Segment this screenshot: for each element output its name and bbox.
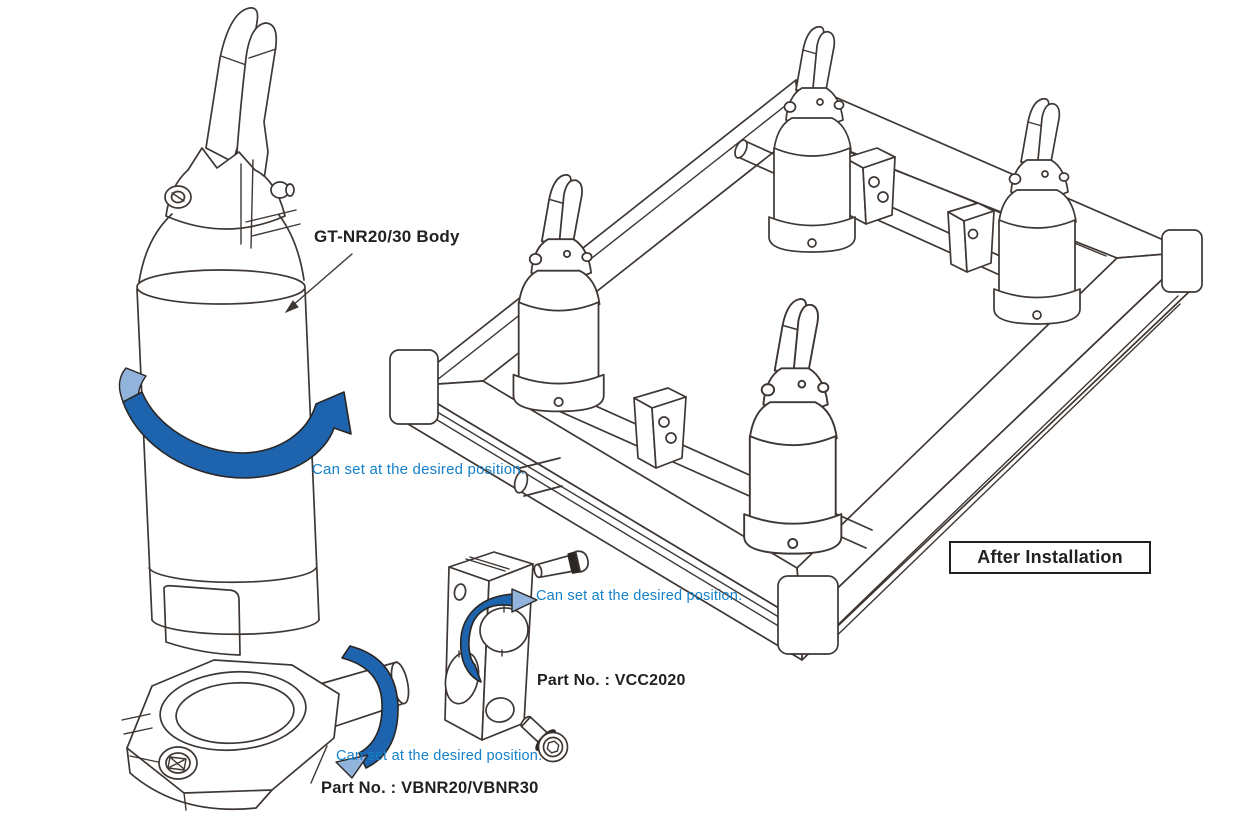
nipper-blade <box>205 7 259 163</box>
note-block: Can set at the desired position. <box>536 588 743 604</box>
corner-post-left <box>389 349 439 425</box>
frame-rails <box>389 79 1203 661</box>
leader-arrow-body-label <box>284 253 353 314</box>
leader-line-clamp-label <box>310 745 328 784</box>
socket-screw-lower <box>520 715 569 763</box>
corner-post-right <box>1161 229 1203 293</box>
body-label: GT-NR20/30 Body <box>314 227 460 246</box>
vbnr-clamp-ring-illustration <box>121 659 410 811</box>
rotation-arrow-band <box>122 391 352 479</box>
rotation-arrow-tip <box>511 588 538 613</box>
installed-gripper-front <box>743 298 843 555</box>
installed-gripper-left <box>512 173 605 413</box>
rotation-arrow-band <box>341 645 399 769</box>
rotation-arrow-band <box>459 593 515 683</box>
tube-stub <box>519 457 563 497</box>
hex-socket <box>546 740 560 754</box>
block-bottom-hole <box>485 697 515 723</box>
body-cylinder-top <box>136 269 306 305</box>
body-cylinder-side <box>136 288 153 621</box>
corner-post-front <box>777 575 839 655</box>
rotation-arrow-block <box>459 588 538 683</box>
gt-nr-body-illustration <box>136 7 320 656</box>
installed-gripper-right <box>993 97 1081 325</box>
screw-head <box>574 550 589 573</box>
rail-back-left <box>407 79 800 387</box>
body-base-detail <box>163 584 241 656</box>
detail-line <box>819 295 1181 651</box>
part-no-clamp-label: Part No. : VBNR20/VBNR30 <box>321 779 539 797</box>
socket-screw-upper <box>533 550 589 579</box>
nipper-blade <box>236 22 278 205</box>
detail-line <box>423 403 793 634</box>
rotation-arrow-clamp <box>335 645 399 779</box>
after-installation-label: After Installation <box>977 547 1123 567</box>
frame-assembly-illustration <box>389 25 1203 661</box>
part-no-block-label: Part No. : VCC2020 <box>537 672 686 689</box>
note-body: Can set at the desired position. <box>312 461 526 478</box>
block-upper-hole <box>479 607 529 653</box>
vcc2020-block-illustration <box>444 551 534 741</box>
installed-gripper-top <box>768 25 856 253</box>
cross-tube-upper <box>734 139 1021 282</box>
rotation-arrow-tip <box>335 754 369 779</box>
rotation-arrow-body <box>118 367 352 479</box>
note-clamp: Can set at the desired position. <box>336 748 543 764</box>
after-installation-box: After Installation <box>949 541 1151 574</box>
